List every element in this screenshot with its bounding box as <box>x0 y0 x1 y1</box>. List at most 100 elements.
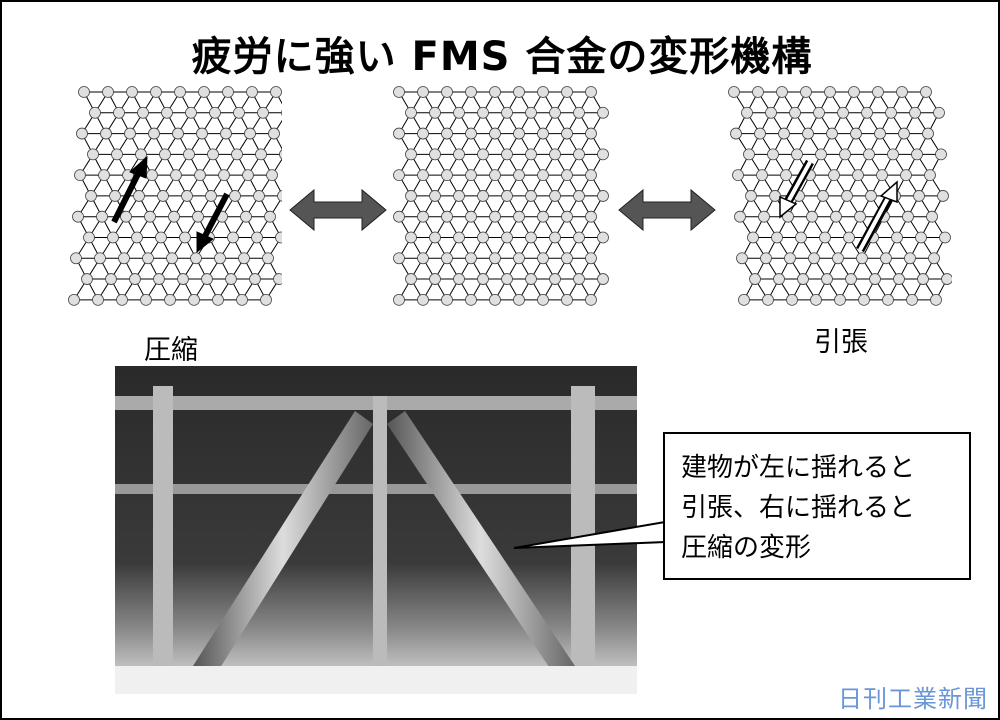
lattice-atom <box>597 190 609 202</box>
lattice-atom <box>732 169 744 182</box>
callout-box: 建物が左に揺れると 引張、右に揺れると 圧縮の変形 <box>663 432 971 580</box>
lattice-atom <box>405 231 417 244</box>
shear-arrow-icon <box>111 168 143 224</box>
lattice-atom <box>429 273 441 285</box>
lattice-atom <box>920 86 932 98</box>
lattice-atom <box>233 106 245 119</box>
lattice-atom <box>222 86 234 98</box>
lattice-atom <box>268 127 280 140</box>
lattice-atom <box>124 127 136 140</box>
lattice-atom <box>214 252 226 265</box>
lattice-atom <box>229 190 241 202</box>
lattice-atom <box>597 148 609 161</box>
lattice-atom <box>225 273 237 285</box>
lattice-atom <box>102 86 114 98</box>
lattice-atom <box>194 169 206 182</box>
lattice-atom <box>537 293 549 306</box>
lattice-atom <box>168 210 180 223</box>
lattice-atom <box>126 86 138 98</box>
lattice-atom <box>441 86 453 98</box>
lattice-atom <box>789 106 801 119</box>
tension-label: 引張 <box>814 327 868 358</box>
lattice-atom <box>393 86 405 98</box>
lattice-atom <box>489 252 501 265</box>
lattice-atom <box>393 169 405 182</box>
lattice-atom <box>561 252 573 265</box>
lattice-atom <box>85 190 97 202</box>
lattice-atom <box>242 169 254 182</box>
lattice-atom <box>501 231 513 244</box>
lattice-atom <box>477 273 489 285</box>
lattice-atom <box>118 252 130 265</box>
lattice-atom <box>845 273 857 285</box>
lattice-atom <box>734 210 746 223</box>
lattice-atom <box>935 148 947 161</box>
lattice-atom <box>273 273 282 285</box>
lattice-atom <box>513 293 525 306</box>
lattice-atom <box>489 127 501 140</box>
lattice-atom <box>728 86 740 98</box>
lattice-atom <box>917 273 929 285</box>
lattice-atom <box>249 273 261 285</box>
lattice-atom <box>841 190 853 202</box>
lattice-atom <box>513 86 525 98</box>
lattice-atom <box>417 86 429 98</box>
lattice-atom <box>453 231 465 244</box>
lattice-atom <box>231 148 243 161</box>
lattice-atom <box>477 148 489 161</box>
lattice-atom <box>856 252 868 265</box>
lattice-atom <box>113 106 125 119</box>
lattice-atom <box>821 273 833 285</box>
lattice-atom <box>747 231 759 244</box>
lattice-atom <box>393 293 405 306</box>
lattice-atom <box>255 148 267 161</box>
lattice-atom <box>120 210 132 223</box>
lattice-atom <box>915 231 927 244</box>
lattice-atom <box>573 148 585 161</box>
lattice-atom <box>806 210 818 223</box>
lattice-atom <box>861 106 873 119</box>
lattice-atom <box>207 148 219 161</box>
lattice-atom <box>441 210 453 223</box>
lattice-atom <box>513 210 525 223</box>
lattice-atom <box>832 252 844 265</box>
lattice-atom <box>137 106 149 119</box>
lattice-atom <box>573 273 585 285</box>
lattice-atom <box>830 210 842 223</box>
lattice-atom <box>68 293 80 306</box>
lattice-atom <box>198 86 210 98</box>
lattice-atom <box>155 231 167 244</box>
lattice-atom <box>429 106 441 119</box>
lattice-atom <box>405 148 417 161</box>
lattice-atom <box>911 148 923 161</box>
lattice-atom <box>238 252 250 265</box>
lattice-atom <box>70 252 82 265</box>
lattice-atom <box>405 190 417 202</box>
lattice-atom <box>904 252 916 265</box>
lattice-atom <box>181 190 193 202</box>
lattice-atom <box>791 148 803 161</box>
lattice-atom <box>743 148 755 161</box>
lattice-atom <box>549 231 561 244</box>
lattice-atom <box>501 273 513 285</box>
lattice-atom <box>275 231 282 244</box>
lattice-atom <box>885 106 897 119</box>
lattice-atom <box>417 293 429 306</box>
lattice-atom <box>848 86 860 98</box>
lattice-atom <box>786 293 798 306</box>
lattice-atom <box>441 293 453 306</box>
lattice-atom <box>489 169 501 182</box>
lattice-atom <box>865 190 877 202</box>
lattice-atom <box>489 86 501 98</box>
lattice-atom <box>240 210 252 223</box>
lattice-atom <box>771 231 783 244</box>
lattice-atom <box>549 148 561 161</box>
lattice-atom <box>393 252 405 265</box>
lattice-atom <box>597 273 609 285</box>
lattice-atom <box>264 210 276 223</box>
compression-label: 圧縮 <box>144 335 198 366</box>
callout-line: 圧縮の変形 <box>681 533 812 563</box>
lattice-atom <box>251 231 263 244</box>
lattice-atom <box>525 273 537 285</box>
